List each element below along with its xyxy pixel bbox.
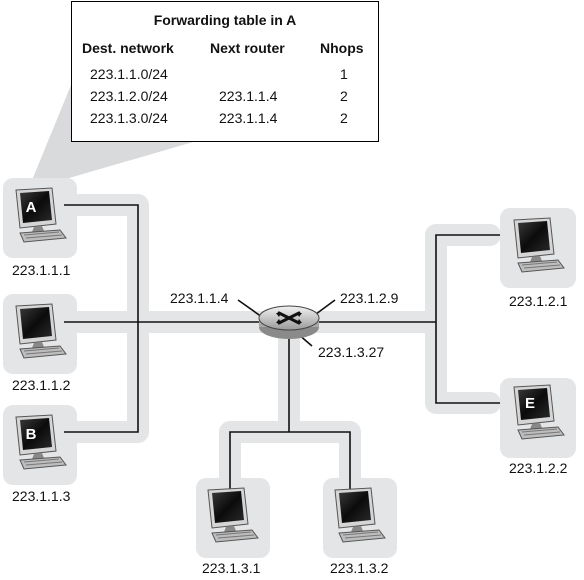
host-e-computer-icon	[513, 384, 565, 440]
host-112-computer-icon	[15, 303, 67, 359]
row-dest: 223.1.3.0/24	[90, 110, 168, 126]
row-dest: 223.1.2.0/24	[90, 88, 168, 104]
router-if-right-ip: 223.1.2.9	[340, 290, 399, 306]
row-dest: 223.1.1.0/24	[90, 66, 168, 82]
host-112-ip: 223.1.1.2	[12, 377, 71, 393]
host-b-letter: B	[25, 426, 37, 443]
header-next-router: Next router	[210, 40, 285, 56]
link-host-a	[64, 204, 139, 322]
row-next-router: 223.1.1.4	[219, 88, 278, 104]
header-nhops: Nhops	[320, 40, 364, 56]
host-131-ip: 223.1.3.1	[202, 560, 261, 576]
host-a-computer-icon	[15, 187, 67, 243]
row-nhops: 2	[340, 110, 348, 126]
row-nhops: 1	[340, 66, 348, 82]
host-131-computer-icon	[207, 487, 259, 543]
router-if-bottom-ip: 223.1.3.27	[318, 344, 385, 360]
router-icon	[258, 305, 320, 339]
row-next-router: 223.1.1.4	[219, 110, 278, 126]
host-e-letter: E	[524, 395, 535, 412]
forwarding-table: Forwarding table in A Dest. network Next…	[71, 1, 379, 142]
leader-if-left	[237, 299, 263, 318]
row-nhops: 2	[340, 88, 348, 104]
router-if-left-ip: 223.1.1.4	[170, 290, 229, 306]
host-a-ip: 223.1.1.1	[12, 262, 71, 278]
link-host-b	[64, 322, 139, 433]
host-a-letter: A	[25, 199, 37, 216]
subnet-halos	[51, 194, 501, 511]
host-e-ip: 223.1.2.2	[509, 460, 568, 476]
forwarding-table-title: Forwarding table in A	[153, 12, 297, 28]
host-b-computer-icon	[15, 414, 67, 470]
link-host-121	[435, 234, 500, 404]
host-121-ip: 223.1.2.1	[509, 293, 568, 309]
header-dest-network: Dest. network	[82, 40, 174, 56]
host-121-computer-icon	[513, 217, 565, 273]
host-b-ip: 223.1.1.3	[12, 488, 71, 504]
host-132-computer-icon	[334, 487, 386, 543]
host-132-ip: 223.1.3.2	[330, 560, 389, 576]
